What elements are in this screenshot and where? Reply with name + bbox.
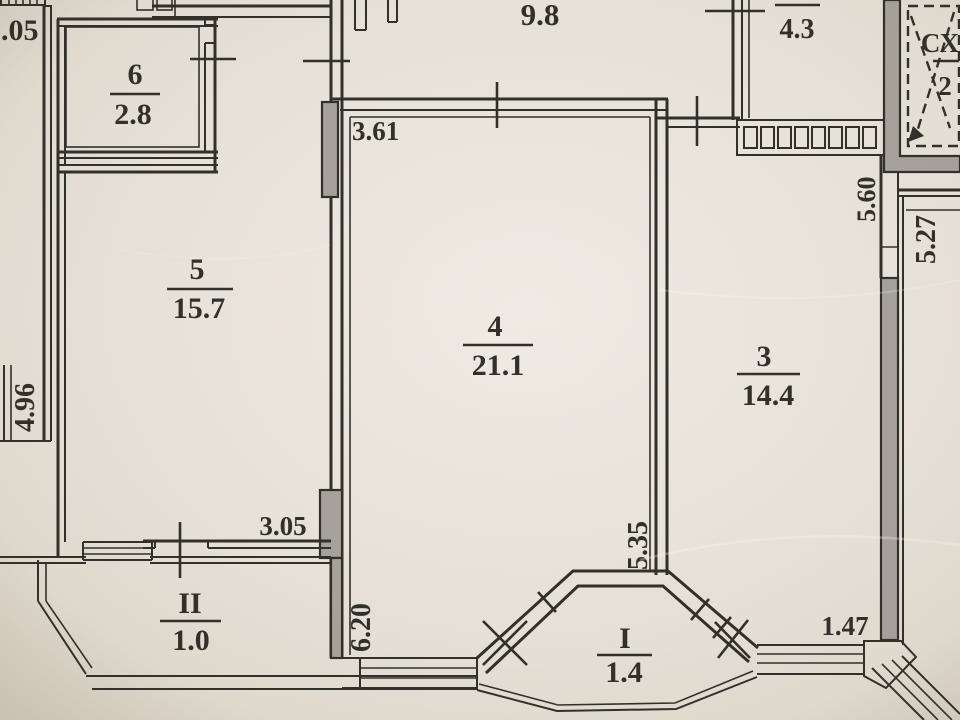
floor-plan-canvas: .05 6 2.8 [0,0,960,720]
floor-plan-photo: .05 6 2.8 [0,0,960,720]
photo-artifacts [0,0,960,720]
photo-vignette [0,0,960,720]
